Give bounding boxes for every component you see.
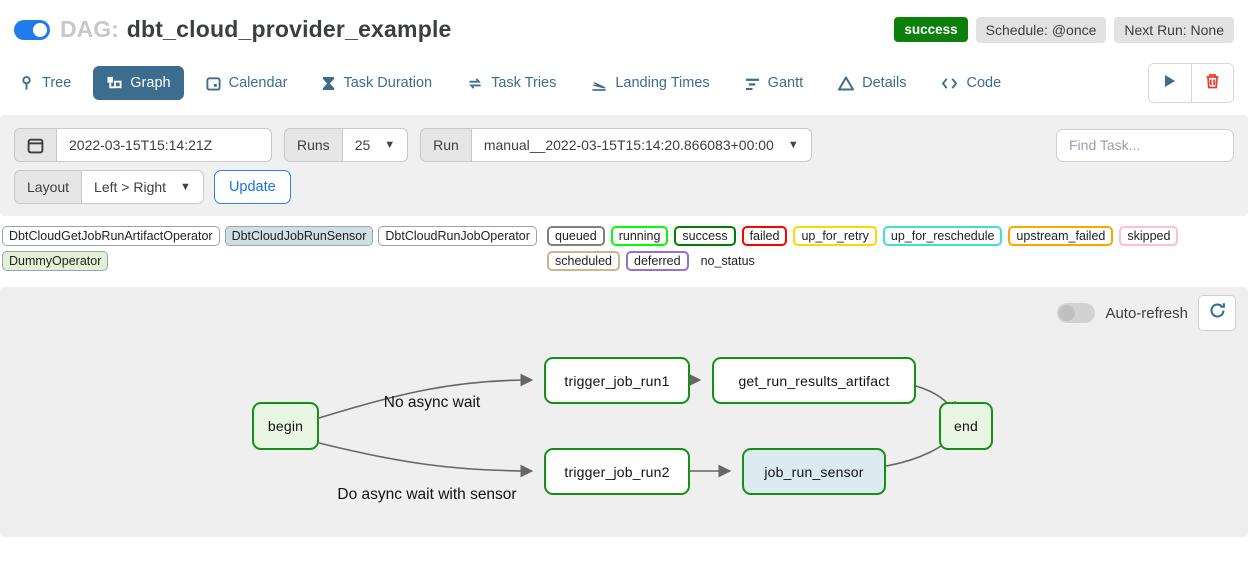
refresh-button[interactable] (1198, 295, 1236, 331)
status-badge-upstream-failed[interactable]: upstream_failed (1008, 226, 1114, 246)
status-badge-queued[interactable]: queued (547, 226, 605, 246)
graph-node-trigger_job_run1[interactable]: trigger_job_run1 (544, 357, 690, 404)
tab-gantt[interactable]: Gantt (732, 66, 816, 100)
refresh-icon (1209, 302, 1226, 324)
calendar-addon-icon[interactable] (14, 128, 56, 162)
dag-graph-canvas: No async wait Do async wait with sensor (318, 373, 958, 503)
legend: DbtCloudGetJobRunArtifactOperator DbtClo… (0, 216, 1248, 277)
dag-title-prefix: DAG: (60, 16, 119, 42)
repeat-icon (467, 76, 483, 91)
details-icon (838, 76, 855, 91)
graph-node-trigger_job_run2[interactable]: trigger_job_run2 (544, 448, 690, 495)
base-date-input[interactable]: 2022-03-15T15:14:21Z (56, 128, 272, 162)
calendar-icon (206, 76, 221, 91)
hourglass-icon (322, 76, 335, 91)
dag-pause-toggle[interactable] (14, 19, 50, 40)
tab-landing-times[interactable]: Landing Times (578, 66, 722, 100)
tab-details[interactable]: Details (825, 66, 919, 100)
dag-graph-panel: Auto-refresh No async wait Do async wait … (0, 287, 1248, 537)
tree-icon (19, 75, 34, 91)
status-badge-scheduled[interactable]: scheduled (547, 251, 620, 271)
status-badge-up-for-reschedule[interactable]: up_for_reschedule (882, 226, 1003, 246)
dag-action-buttons (1148, 63, 1234, 103)
tab-task-duration[interactable]: Task Duration (309, 66, 445, 100)
operator-legend: DbtCloudGetJobRunArtifactOperator DbtClo… (2, 226, 547, 271)
layout-label: Layout (14, 170, 82, 204)
num-runs-select[interactable]: 25▼ (341, 128, 409, 162)
filter-panel: 2022-03-15T15:14:21Z Runs 25▼ Run manual… (0, 115, 1248, 216)
layout-select[interactable]: Left > Right▼ (81, 170, 204, 204)
plane-landing-icon (591, 76, 607, 91)
operator-badge: DummyOperator (2, 251, 109, 271)
base-date-group: 2022-03-15T15:14:21Z (14, 128, 272, 162)
num-runs-group: Runs 25▼ (284, 128, 409, 162)
code-icon (941, 77, 958, 90)
trigger-dag-button[interactable] (1149, 64, 1191, 102)
graph-node-job_run_sensor[interactable]: job_run_sensor (742, 448, 886, 495)
graph-edge-begin-to-trigger_job_run2 (318, 442, 534, 478)
auto-refresh-label: Auto-refresh (1105, 304, 1188, 322)
delete-dag-button[interactable] (1191, 64, 1233, 102)
view-tabbar: Tree Graph Calendar Task Duration Task T… (0, 49, 1248, 113)
chevron-down-icon: ▼ (384, 138, 396, 151)
operator-badge: DbtCloudGetJobRunArtifactOperator (2, 226, 220, 246)
tab-calendar[interactable]: Calendar (193, 66, 301, 100)
runs-label: Runs (284, 128, 342, 162)
auto-refresh-toggle[interactable] (1057, 303, 1096, 323)
graph-icon (106, 76, 122, 91)
play-icon (1163, 74, 1177, 93)
find-task-input[interactable]: Find Task... (1056, 128, 1234, 162)
trash-icon (1205, 73, 1220, 94)
tab-tree[interactable]: Tree (6, 66, 84, 100)
status-badge-no-status[interactable]: no_status (700, 254, 755, 268)
status-badge-running[interactable]: running (610, 226, 669, 246)
operator-badge: DbtCloudRunJobOperator (378, 226, 537, 246)
status-legend: queued running success failed up_for_ret… (547, 226, 1246, 271)
graph-edge-begin-to-trigger_job_run1 (318, 373, 534, 419)
dag-title: dbt_cloud_provider_example (126, 16, 452, 42)
tab-code[interactable]: Code (928, 66, 1014, 100)
dag-header: DAG: dbt_cloud_provider_example success … (0, 0, 1248, 49)
status-badge-success[interactable]: success (674, 226, 736, 246)
operator-badge: DbtCloudJobRunSensor (224, 226, 374, 246)
status-badge: success (894, 17, 968, 42)
chevron-down-icon: ▼ (787, 138, 799, 151)
tab-task-tries[interactable]: Task Tries (454, 66, 569, 100)
graph-node-begin[interactable]: begin (252, 402, 319, 450)
layout-group: Layout Left > Right▼ (14, 170, 204, 204)
gantt-icon (745, 77, 760, 90)
chevron-down-icon: ▼ (180, 180, 191, 193)
edge-label: No async wait (384, 394, 481, 411)
run-label: Run (420, 128, 471, 162)
status-badge-skipped[interactable]: skipped (1119, 226, 1179, 246)
next-run-badge: Next Run: None (1114, 16, 1234, 43)
edge-label: Do async wait with sensor (337, 486, 516, 503)
run-select-group: Run manual__2022-03-15T15:14:20.866083+0… (420, 128, 812, 162)
tab-graph[interactable]: Graph (93, 66, 184, 100)
graph-node-end[interactable]: end (939, 402, 993, 450)
status-badge-deferred[interactable]: deferred (626, 251, 689, 271)
schedule-badge: Schedule: @once (975, 16, 1107, 43)
run-select[interactable]: manual__2022-03-15T15:14:20.866083+00:00… (470, 128, 812, 162)
status-badge-failed[interactable]: failed (741, 226, 788, 246)
status-badge-up-for-retry[interactable]: up_for_retry (793, 226, 877, 246)
update-button[interactable]: Update (213, 170, 291, 204)
graph-node-get_run_results_artifact[interactable]: get_run_results_artifact (712, 357, 916, 404)
